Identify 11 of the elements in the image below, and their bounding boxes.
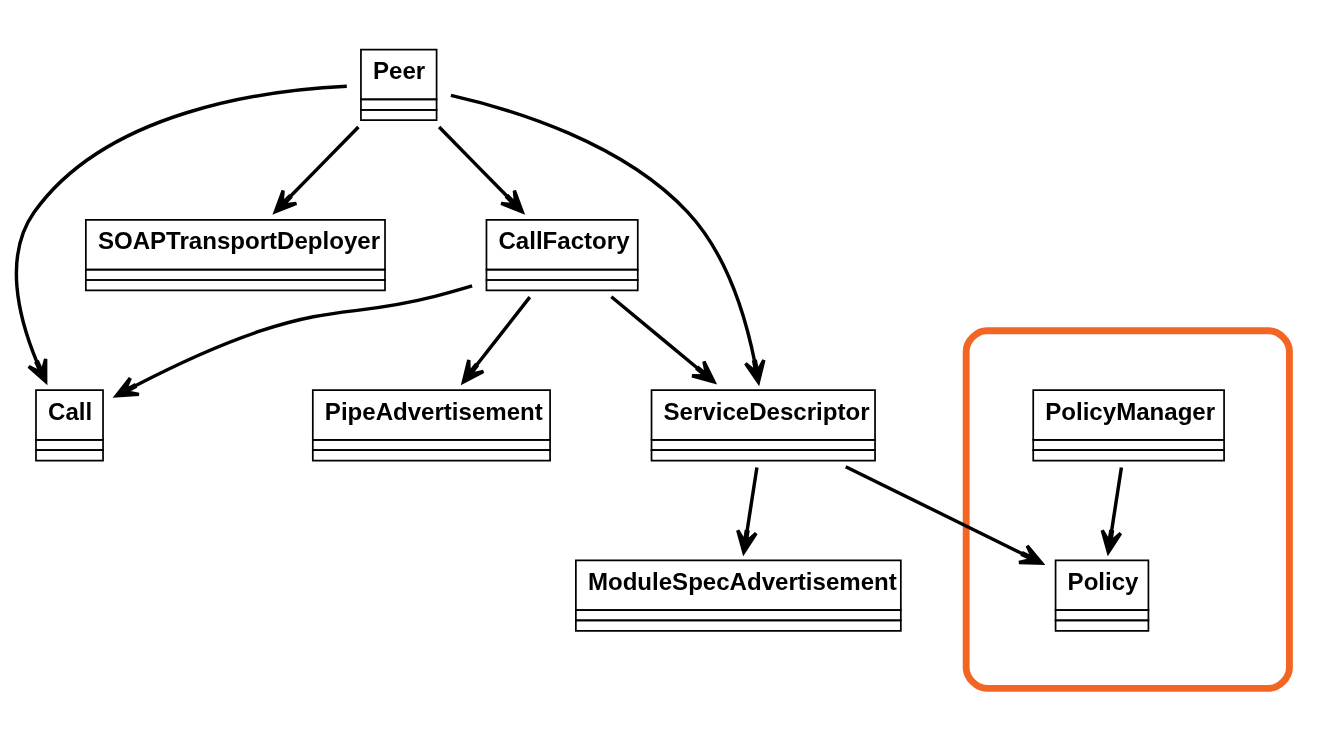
cluster <box>962 327 1293 692</box>
arrow <box>437 125 524 214</box>
arrow <box>736 467 759 554</box>
arrow <box>114 284 473 398</box>
arrow <box>450 93 766 384</box>
arrow <box>461 296 532 384</box>
arrow <box>1100 467 1124 554</box>
arrow <box>844 465 1044 565</box>
arrow <box>610 295 716 384</box>
arrow <box>14 84 347 384</box>
arrow <box>273 125 360 214</box>
